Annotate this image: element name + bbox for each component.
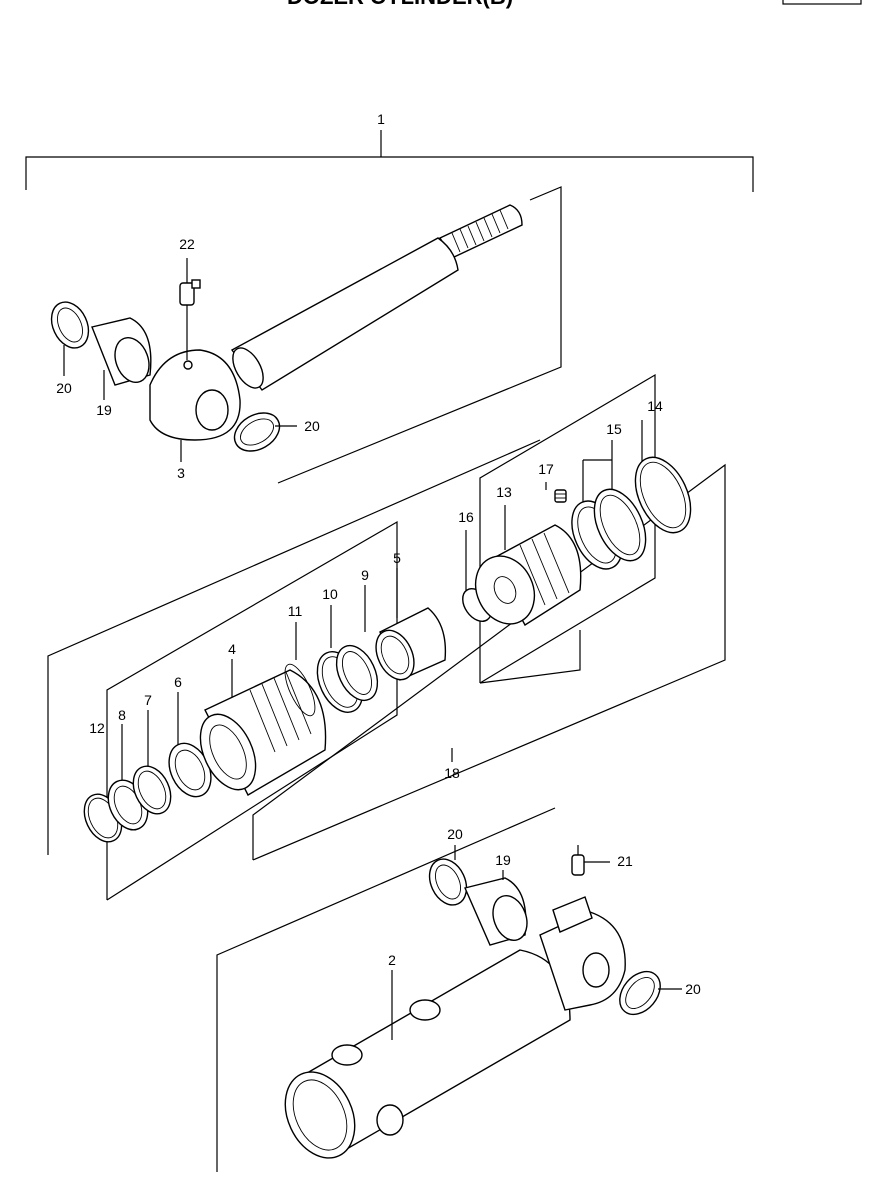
callout-14: 14 <box>647 398 663 414</box>
callout-4: 4 <box>228 641 236 657</box>
callout-13: 13 <box>496 484 512 500</box>
bushing-5 <box>375 607 447 681</box>
o-ring-11 <box>284 663 316 717</box>
callout-7: 7 <box>144 692 152 708</box>
rod-seal-7 <box>132 765 172 815</box>
grease-nipple-22 <box>179 258 201 360</box>
tube-frame <box>216 807 556 1172</box>
grease-nipple-21 <box>571 845 610 876</box>
assembly-bracket <box>25 130 754 192</box>
callout-6: 6 <box>174 674 182 690</box>
bushing-19-bottom <box>464 870 528 946</box>
callout-2: 2 <box>388 952 396 968</box>
callout-19-top: 19 <box>96 402 112 418</box>
o-ring-9 <box>335 644 379 702</box>
rod-group-frame <box>277 186 562 484</box>
callout-3: 3 <box>177 465 185 481</box>
piston-13 <box>474 524 582 626</box>
callout-10: 10 <box>322 586 338 602</box>
head-cover-frame <box>106 520 398 901</box>
callout-17: 17 <box>538 461 554 477</box>
callout-20-bottom-left: 20 <box>447 826 463 842</box>
callout-20-top-right: 20 <box>304 418 320 434</box>
dust-seal-20-bottom-right <box>619 970 682 1016</box>
callout-12: 12 <box>89 720 105 736</box>
diagram-title: DOZER CYLINDER(B) <box>287 0 513 9</box>
top-leader-lines <box>63 345 182 462</box>
callout-15: 15 <box>606 421 622 437</box>
set-screw-17 <box>554 489 567 503</box>
callout-1: 1 <box>377 111 385 127</box>
callout-16: 16 <box>458 509 474 525</box>
callout-18: 18 <box>444 765 460 781</box>
dust-seal-20-top-right <box>233 412 297 452</box>
wear-ring-14 <box>634 456 692 534</box>
callout-21: 21 <box>617 853 633 869</box>
rod-eye-3 <box>149 349 241 441</box>
seal-kit-frame <box>47 439 726 861</box>
piston-frame <box>479 373 656 684</box>
piston-rod <box>230 204 523 391</box>
callout-8: 8 <box>118 707 126 723</box>
callout-19-bottom: 19 <box>495 852 511 868</box>
dust-seal-20-bottom-left <box>428 845 468 906</box>
dust-seal-20-top-left <box>50 301 90 349</box>
buffer-ring-6 <box>168 742 212 798</box>
callout-20-top-left: 20 <box>56 380 72 396</box>
callout-20-bottom-right: 20 <box>685 981 701 997</box>
cylinder-tube-2 <box>284 896 626 1159</box>
callout-22: 22 <box>179 236 195 252</box>
callout-9: 9 <box>361 567 369 583</box>
bushing-19-top <box>91 317 152 386</box>
callout-11: 11 <box>288 603 303 619</box>
page-number-box <box>782 0 862 5</box>
leader-lines <box>121 420 643 785</box>
callout-5: 5 <box>393 550 401 566</box>
callout-labels: 1 22 20 19 20 3 14 15 17 13 16 5 9 10 11… <box>56 111 701 997</box>
piston-seal-15-outer <box>593 488 647 562</box>
head-cover-4 <box>199 669 327 796</box>
